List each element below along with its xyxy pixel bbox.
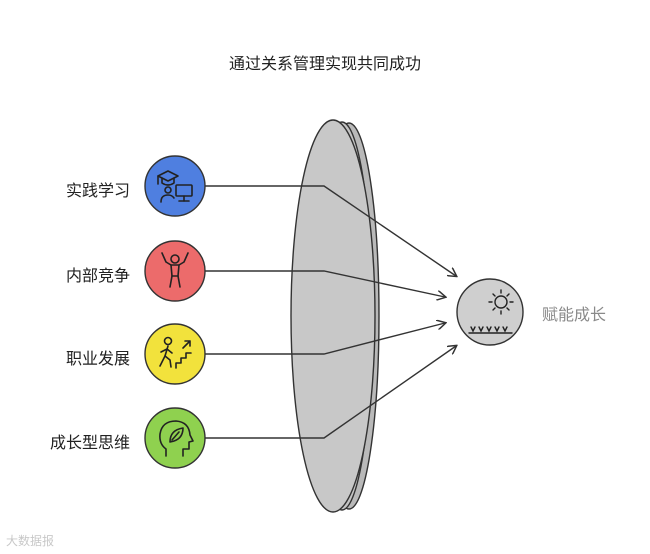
lens-shape [290, 119, 380, 513]
input-node-3 [144, 323, 206, 385]
input-node-4 [144, 407, 206, 469]
input-node-1 [144, 155, 206, 217]
diagram-title: 通过关系管理实现共同成功 [228, 56, 421, 73]
output-label: 赋能成长 [542, 307, 607, 324]
person-arms-up-icon [161, 252, 189, 288]
connector-1 [205, 185, 456, 276]
output-node [456, 278, 524, 346]
input-node-2 [144, 240, 206, 302]
teacher-computer-icon [157, 170, 193, 203]
connector-3 [205, 323, 445, 355]
connector-4 [205, 346, 456, 439]
input-label-4: 成长型思维 [49, 435, 130, 452]
connector-2 [205, 270, 445, 297]
watermark-text: 大数据报 [6, 534, 55, 548]
sun-and-grass-icon [468, 289, 514, 334]
input-label-3: 职业发展 [65, 351, 130, 368]
person-climbing-stairs-icon [159, 336, 192, 369]
connectors [205, 185, 456, 439]
input-label-1: 实践学习 [65, 183, 130, 200]
head-with-leaf-icon [159, 420, 194, 457]
input-label-2: 内部竞争 [65, 268, 130, 285]
